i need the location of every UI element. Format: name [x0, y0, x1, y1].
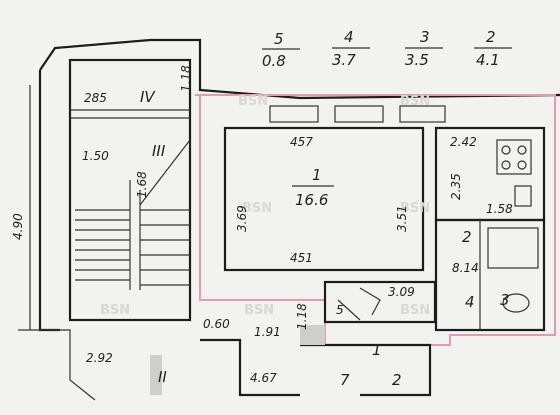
- dim-451: 451: [290, 251, 313, 265]
- roman-iii: III: [152, 142, 166, 160]
- dim-168: 1.68: [135, 171, 149, 198]
- dim-158: 1.58: [486, 202, 513, 216]
- column-fill: [150, 355, 162, 395]
- dim-457: 457: [290, 135, 313, 149]
- stair-mark-2: 2: [392, 371, 402, 389]
- watermark-text-5: BSN: [100, 303, 130, 318]
- stove-icon: [496, 139, 532, 175]
- legend-area-3: 3.5: [405, 51, 429, 69]
- dim-285: 285: [84, 91, 107, 105]
- watermark-text-3: BSN: [242, 201, 272, 216]
- room-3-number: 3: [500, 291, 510, 309]
- dim-351: 3.51: [395, 205, 409, 232]
- corridor-outline: [323, 280, 437, 324]
- dim-150: 1.50: [82, 149, 109, 163]
- dim-369: 3.69: [235, 205, 249, 232]
- dim-490: 4.90: [11, 213, 25, 240]
- stairwell: [68, 58, 192, 322]
- outer-wall-left: [18, 85, 96, 401]
- dim-118b: 1.18: [179, 65, 193, 92]
- window-room-1b: [334, 105, 384, 123]
- room-1-number: 1: [312, 166, 322, 184]
- dim-235: 2.35: [449, 173, 463, 200]
- dimension-labels: 285 1.50 457 3.69 3.51 451 2.42 2.35 1.5…: [11, 65, 513, 385]
- legend-room-3: 3: [420, 28, 430, 46]
- apartment-boundary: [195, 94, 556, 346]
- sink-icon: [514, 185, 532, 207]
- watermark-text-7: BSN: [400, 303, 430, 318]
- legend-area-5: 0.8: [262, 52, 286, 70]
- stair-mark-1: 1: [372, 341, 382, 359]
- roman-iv: IV: [140, 88, 156, 106]
- wall-block: [300, 325, 325, 345]
- roman-ii: II: [158, 368, 167, 386]
- room-5-number: 5: [336, 303, 344, 317]
- window-room-1a: [269, 105, 319, 123]
- dim-191: 1.91: [254, 325, 281, 339]
- window-room-2: [399, 105, 446, 123]
- watermark-text-1: BSN: [238, 94, 268, 109]
- room-4-number: 4: [465, 293, 475, 311]
- dim-242: 2.42: [450, 135, 477, 149]
- room-2-number: 2: [462, 228, 472, 246]
- dim-309: 3.09: [388, 285, 415, 299]
- dim-467: 4.67: [250, 371, 277, 385]
- dim-292: 2.92: [86, 351, 113, 365]
- dim-060: 0.60: [203, 317, 230, 331]
- entrance-walls: [200, 338, 432, 397]
- dim-214: 8.14: [452, 261, 479, 275]
- outer-building-wall: [38, 38, 560, 332]
- room-1-area: 16.6: [295, 191, 328, 209]
- legend-area-2: 4.1: [476, 51, 500, 69]
- room-3-4-outline: [434, 218, 546, 332]
- legend-area-4: 3.7: [332, 51, 356, 69]
- stair-mark-7: 7: [340, 371, 350, 389]
- toilet-icon: [502, 293, 530, 313]
- stair-steps: [75, 139, 191, 290]
- legend-room-5: 5: [274, 30, 284, 48]
- watermark-text-6: BSN: [244, 303, 274, 318]
- legend-room-2: 2: [486, 28, 496, 46]
- legend-room-4: 4: [344, 28, 354, 46]
- watermark-text-4: BSN: [400, 201, 430, 216]
- room-1-outline: [223, 126, 425, 272]
- bathtub-icon: [487, 227, 539, 269]
- door-swing: [337, 287, 381, 321]
- dim-118: 1.18: [295, 303, 309, 330]
- watermark-text-2: BSN: [400, 94, 430, 109]
- area-legend: 5 0.8 4 3.7 3 3.5 2 4.1: [262, 28, 512, 70]
